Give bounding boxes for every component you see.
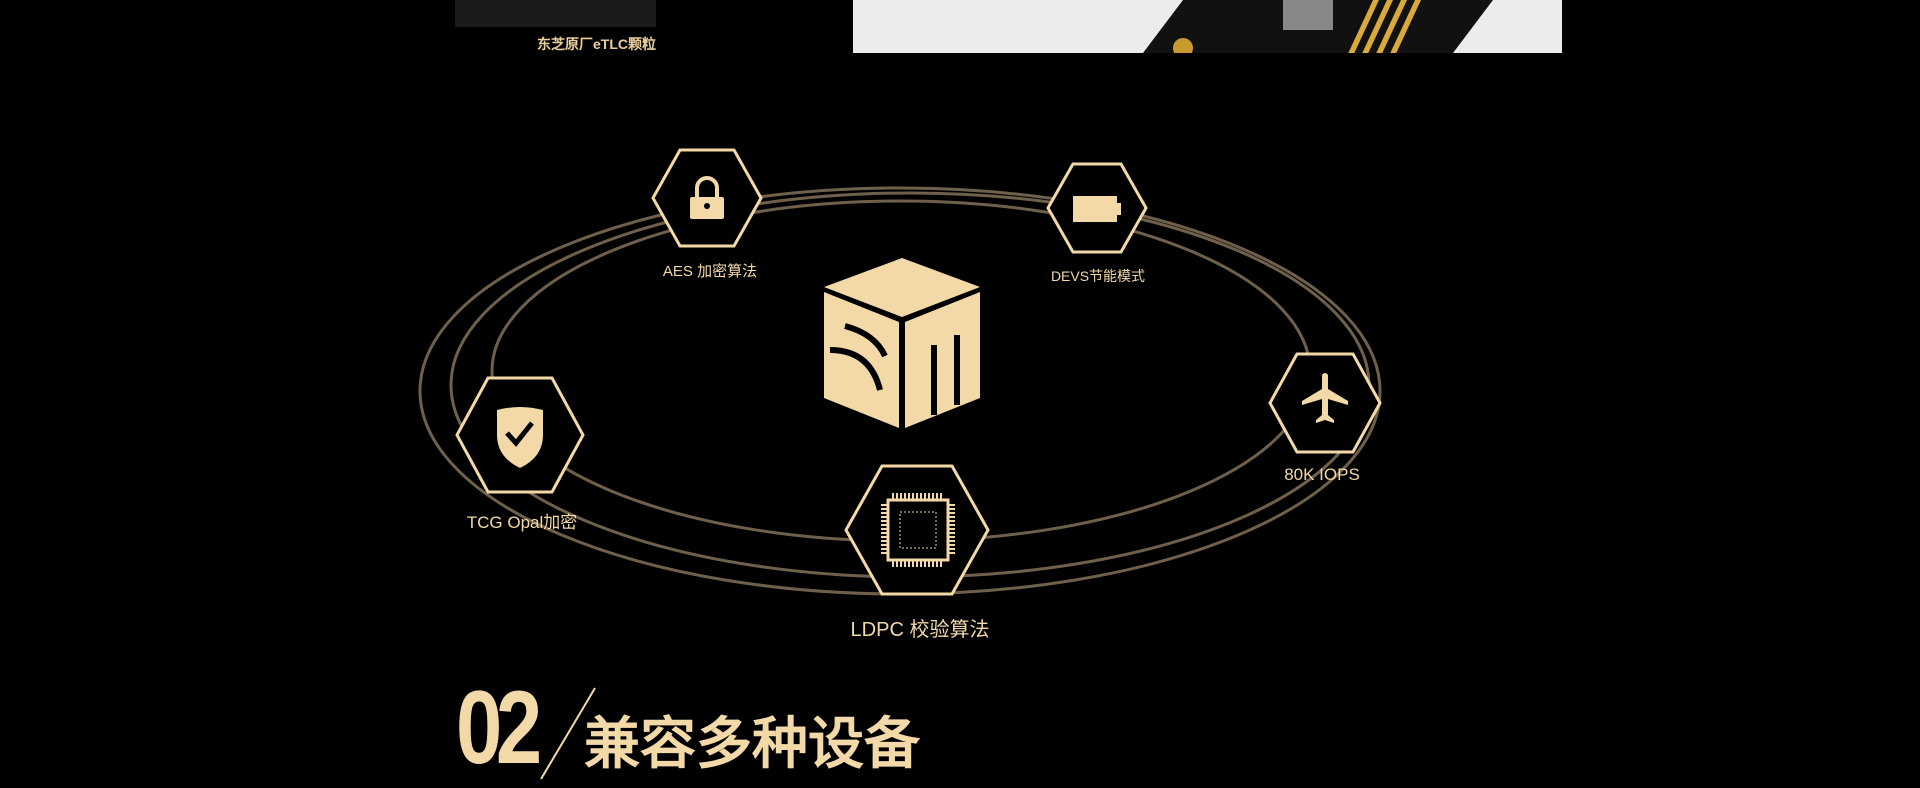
section-title: 兼容多种设备: [584, 712, 920, 775]
section-number: 02: [456, 670, 542, 786]
shield-check-icon: [497, 407, 543, 468]
title-slash: [540, 687, 596, 780]
battery-icon: [1073, 196, 1121, 222]
chip-caption: 东芝原厂eTLC颗粒: [537, 36, 656, 52]
iops-label: 80K IOPS: [1284, 465, 1360, 484]
chip-photo: [455, 0, 656, 27]
airplane-icon: [1302, 373, 1348, 423]
ldpc-label: LDPC 校验算法: [850, 619, 990, 641]
aes-label: AES 加密算法: [662, 263, 758, 280]
devs-label: DEVS节能模式: [1050, 268, 1146, 284]
tcg-label: TCG Opal加密: [466, 513, 578, 532]
lock-icon: [690, 176, 724, 219]
sm-cube-logo: [824, 258, 980, 428]
ssd-board-photo: [853, 0, 1562, 53]
processor-chip-icon: [881, 493, 955, 567]
ldpc-hex: [844, 464, 990, 596]
